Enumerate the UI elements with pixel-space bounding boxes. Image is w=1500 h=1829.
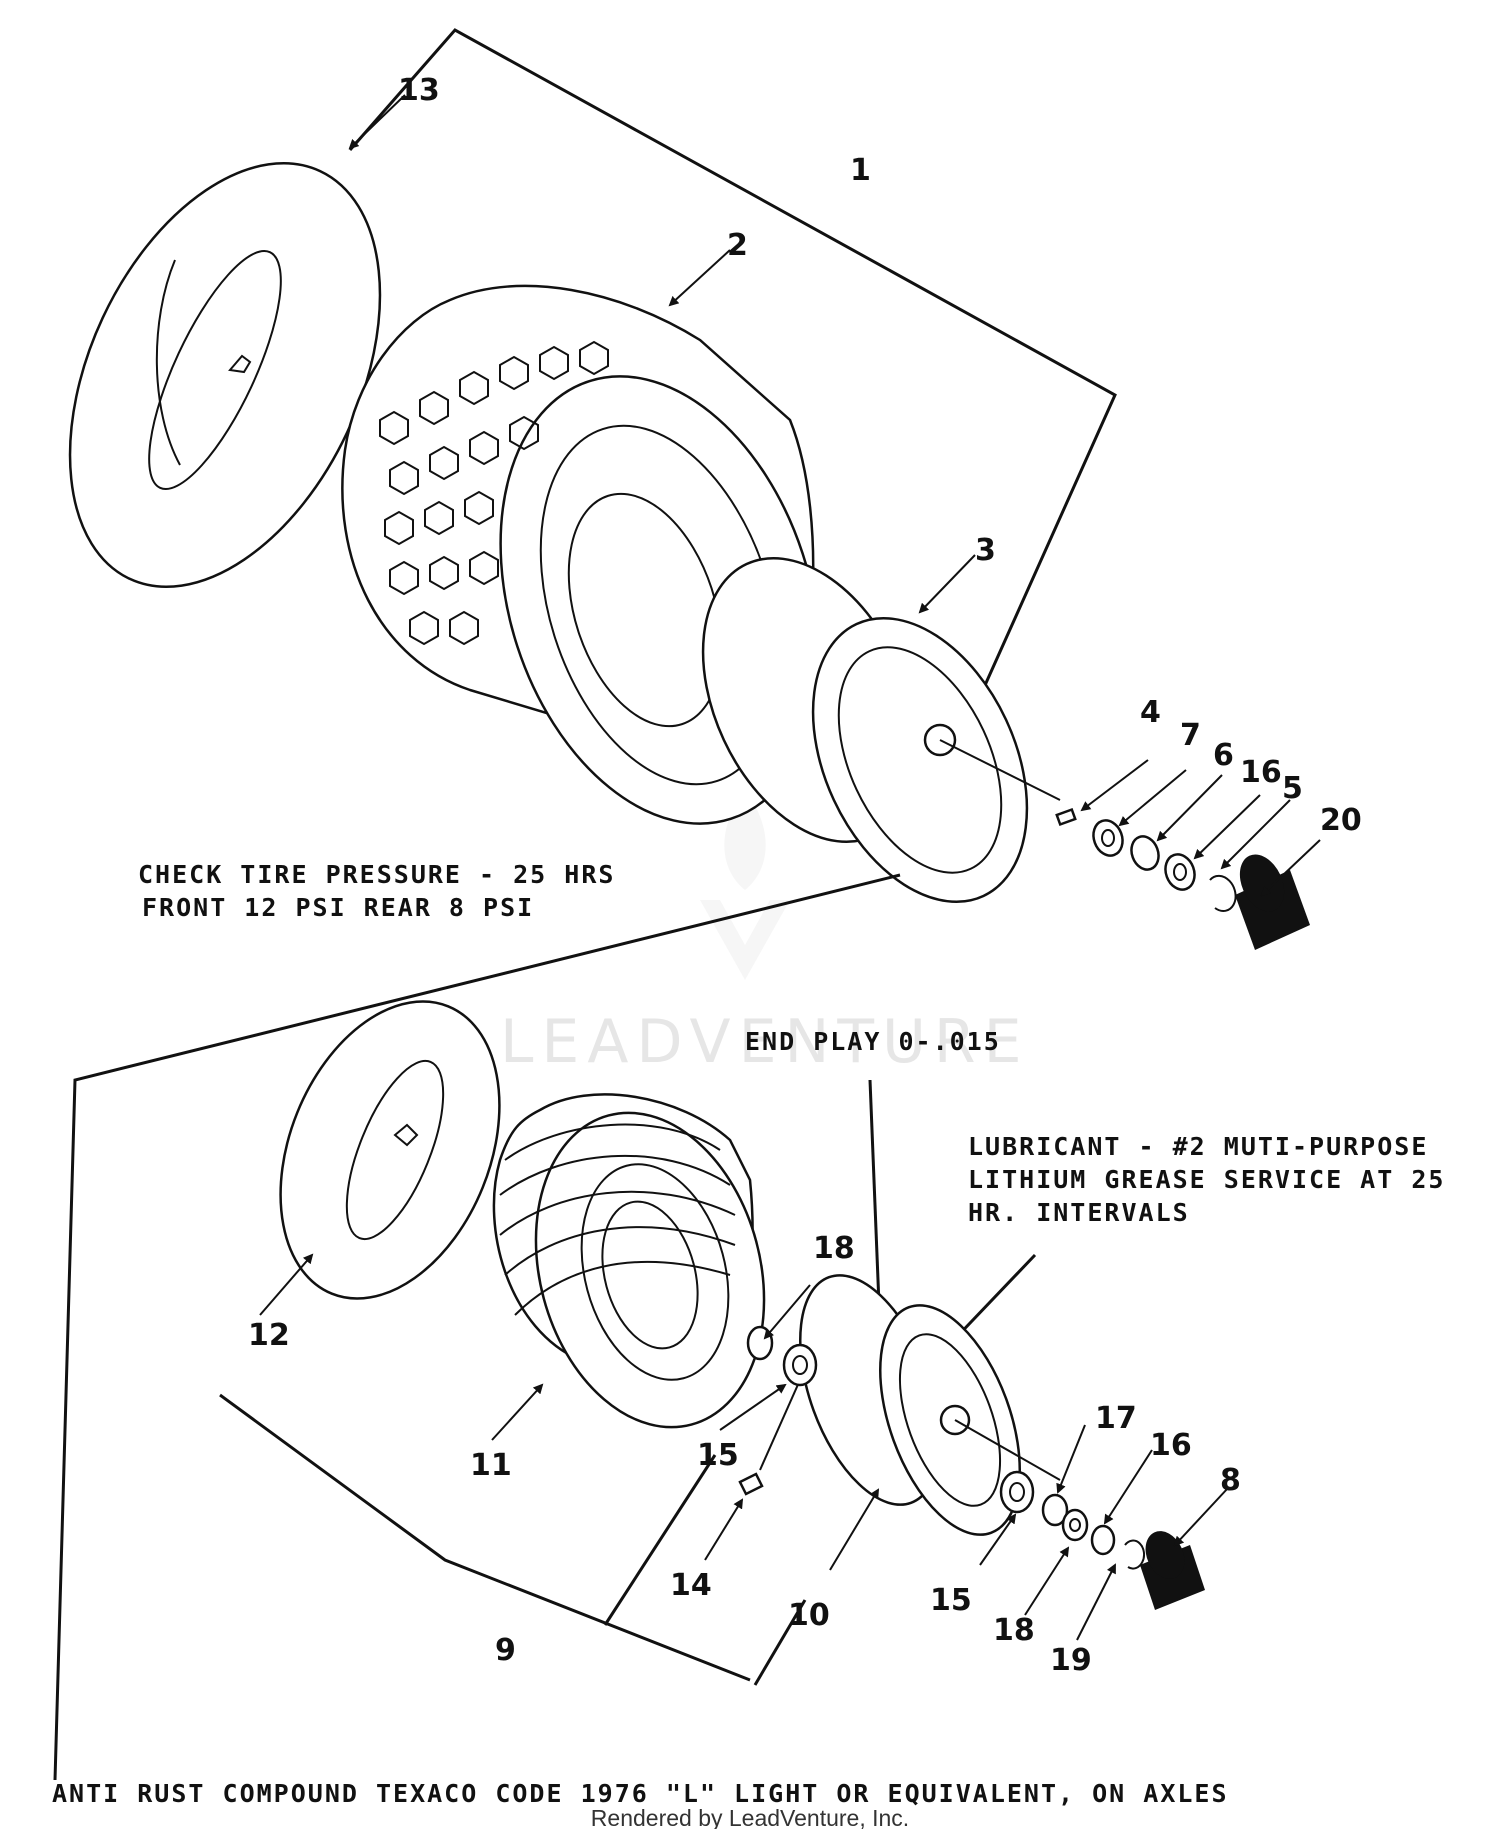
- callout-3: 3: [975, 533, 996, 568]
- fitting-line: [759, 1379, 801, 1471]
- note-anti-rust: ANTI RUST COMPOUND TEXACO CODE 1976 "L" …: [52, 1779, 1229, 1808]
- callout-17: 17: [1095, 1401, 1137, 1436]
- hardware-bottom-right: [999, 1470, 1146, 1570]
- note-lubricant-3: HR. INTERVALS: [968, 1198, 1190, 1227]
- callout-16-top: 16: [1240, 755, 1282, 790]
- callout-9: 9: [495, 1633, 516, 1668]
- callout-11: 11: [470, 1448, 512, 1483]
- callout-12: 12: [248, 1318, 290, 1353]
- callout-13: 13: [398, 73, 440, 108]
- callout-5: 5: [1282, 771, 1303, 806]
- note-tire-pressure-2: FRONT 12 PSI REAR 8 PSI: [142, 893, 534, 922]
- leaders-bottom: [259, 1253, 1229, 1641]
- anti-rust-bracket: [53, 873, 901, 1781]
- callout-14: 14: [670, 1568, 712, 1603]
- top-bracket: [348, 28, 1117, 876]
- hub-cap-bottom: [1140, 1531, 1205, 1610]
- bracket-9: [219, 1393, 751, 1682]
- callout-15-right: 15: [930, 1583, 972, 1618]
- hardware-top: [1055, 807, 1237, 912]
- note-lubricant-1: LUBRICANT - #2 MUTI-PURPOSE: [968, 1132, 1428, 1161]
- callout-6: 6: [1213, 738, 1234, 773]
- bracket-9-tick1: [603, 1454, 717, 1626]
- callout-10: 10: [788, 1598, 830, 1633]
- note-lubricant-2: LITHIUM GREASE SERVICE AT 25: [968, 1165, 1445, 1194]
- note-tire-pressure-1: CHECK TIRE PRESSURE - 25 HRS: [138, 860, 615, 889]
- callout-18-top: 18: [813, 1231, 855, 1266]
- callout-1: 1: [850, 153, 871, 188]
- callout-4: 4: [1140, 695, 1161, 730]
- inner-tube-bottom: [279, 1000, 501, 1300]
- callout-16-bottom: 16: [1150, 1428, 1192, 1463]
- callout-2: 2: [727, 228, 748, 263]
- note-end-play: END PLAY 0-.015: [745, 1027, 1001, 1056]
- ribbed-tire-bottom: [492, 1093, 766, 1429]
- rim-bottom: [799, 1274, 1021, 1536]
- axle-line-top: [939, 739, 1061, 801]
- hub-cap-top: [1235, 854, 1310, 950]
- bracket-9-tick2: [753, 1599, 807, 1686]
- callout-19: 19: [1050, 1643, 1092, 1678]
- watermark-text: LEADVENTURE: [500, 1007, 1030, 1077]
- hardware-bottom-left: [738, 1325, 818, 1496]
- rim-top: [701, 556, 1029, 904]
- end-play-leader: [868, 1079, 882, 1331]
- leaders-top: [348, 94, 1321, 897]
- callout-15-left: 15: [697, 1438, 739, 1473]
- callout-8: 8: [1220, 1463, 1241, 1498]
- footer-credit: Rendered by LeadVenture, Inc.: [591, 1805, 909, 1829]
- callout-18-bottom: 18: [993, 1613, 1035, 1648]
- callout-7: 7: [1180, 718, 1201, 753]
- callout-20: 20: [1320, 803, 1362, 838]
- axle-line-bottom: [954, 1419, 1061, 1481]
